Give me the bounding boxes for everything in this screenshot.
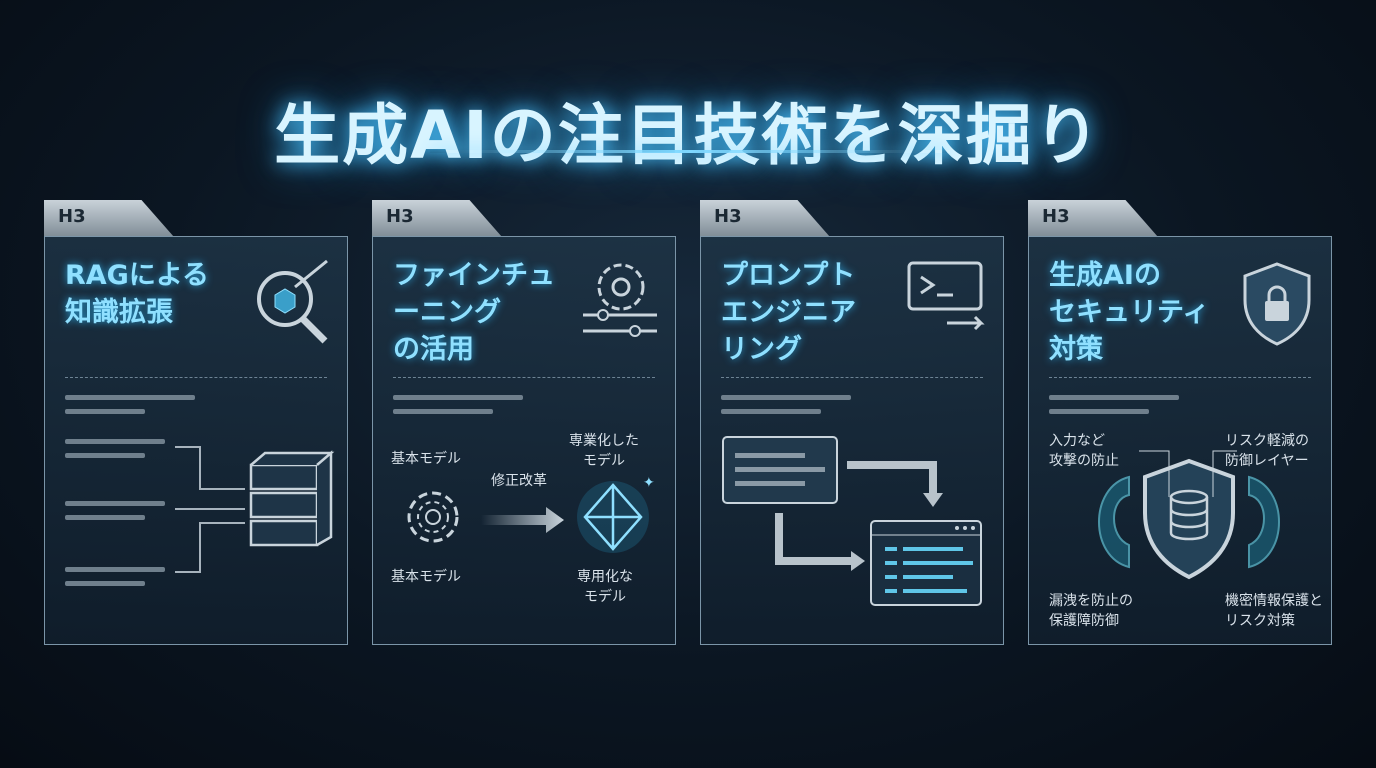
shield-database-diagram	[1098, 450, 1280, 580]
divider	[65, 377, 327, 378]
arrow-right-icon	[481, 507, 564, 533]
gear-sliders-icon	[583, 263, 657, 337]
card-title: プロンプトエンジニアリング	[721, 257, 856, 368]
gear-icon	[407, 491, 459, 543]
card-tag-4: H3	[1028, 200, 1158, 237]
brain-icon: ✦	[577, 475, 655, 553]
flow-arrows	[175, 446, 335, 573]
card-prompt-engineering: プロンプトエンジニアリング	[700, 236, 1004, 645]
card-title: ファインチューニングの活用	[393, 257, 555, 368]
text-placeholder	[65, 439, 165, 444]
card-title: 生成AIのセキュリティ対策	[1049, 257, 1209, 368]
divider	[721, 377, 983, 378]
title-line: プロンプト	[721, 260, 856, 291]
card-fine-tuning: ファインチューニングの活用 基本モデル 基本モデル 修正改革 専業化した モデル…	[372, 236, 676, 645]
title-line: RAGによる	[65, 260, 210, 291]
text-placeholder	[1049, 409, 1149, 414]
card-rag: RAGによる知識拡張	[44, 236, 348, 645]
text-placeholder	[65, 409, 145, 414]
title-line: 知識拡張	[65, 297, 173, 328]
text-placeholder	[393, 409, 493, 414]
text-placeholder	[65, 581, 145, 586]
title-glow-line	[430, 150, 950, 153]
card-tag-1: H3	[44, 200, 174, 237]
title-line: セキュリティ	[1049, 297, 1210, 328]
text-placeholder	[65, 515, 145, 520]
title-line: ーニング	[393, 297, 501, 328]
text-placeholder	[65, 453, 145, 458]
divider	[393, 377, 655, 378]
title-line: の活用	[393, 334, 474, 365]
divider	[1049, 377, 1311, 378]
text-placeholder	[65, 567, 165, 572]
security-label-top-right: リスク軽減の 防御レイヤー	[1225, 433, 1309, 469]
shield-lock-icon	[1243, 262, 1311, 346]
security-label-top-left: 入力など 攻撃の防止	[1049, 433, 1119, 469]
title-line: 対策	[1049, 334, 1103, 365]
security-label-bottom-right: 機密情報保護と リスク対策	[1225, 593, 1323, 629]
arrow-label: 修正改革	[491, 473, 547, 489]
base-model-label-top: 基本モデル	[391, 451, 461, 467]
card-tag-2: H3	[372, 200, 502, 237]
title-line: 生成AIの	[1049, 260, 1161, 291]
card-tag-3: H3	[700, 200, 830, 237]
title-line: エンジニア	[721, 297, 856, 328]
text-placeholder	[721, 409, 821, 414]
prompt-flow-diagram	[722, 436, 982, 606]
card-title: RAGによる知識拡張	[65, 257, 209, 331]
title-line: リング	[721, 334, 802, 365]
text-placeholder	[1049, 395, 1179, 400]
specialized-model-label-top: 専業化した モデル	[569, 433, 639, 469]
text-placeholder	[65, 395, 195, 400]
page-title: 生成AIの注目技術を深掘り	[274, 97, 1102, 174]
text-placeholder	[65, 501, 165, 506]
base-model-label-bottom: 基本モデル	[391, 569, 461, 585]
svg-text:✦: ✦	[643, 475, 655, 491]
text-placeholder	[393, 395, 523, 400]
specialized-model-label-bottom: 専用化な モデル	[577, 569, 633, 605]
title-line: ファインチュ	[393, 260, 555, 291]
text-placeholder	[721, 395, 851, 400]
security-label-bottom-left: 漏洩を防止の 保護障防御	[1049, 593, 1133, 629]
terminal-icon	[907, 261, 985, 331]
magnifier-cube-icon	[257, 259, 328, 344]
card-security: 生成AIのセキュリティ対策 入力など 攻撃の防止 リスク軽減の 防御レイヤー 漏…	[1028, 236, 1332, 645]
